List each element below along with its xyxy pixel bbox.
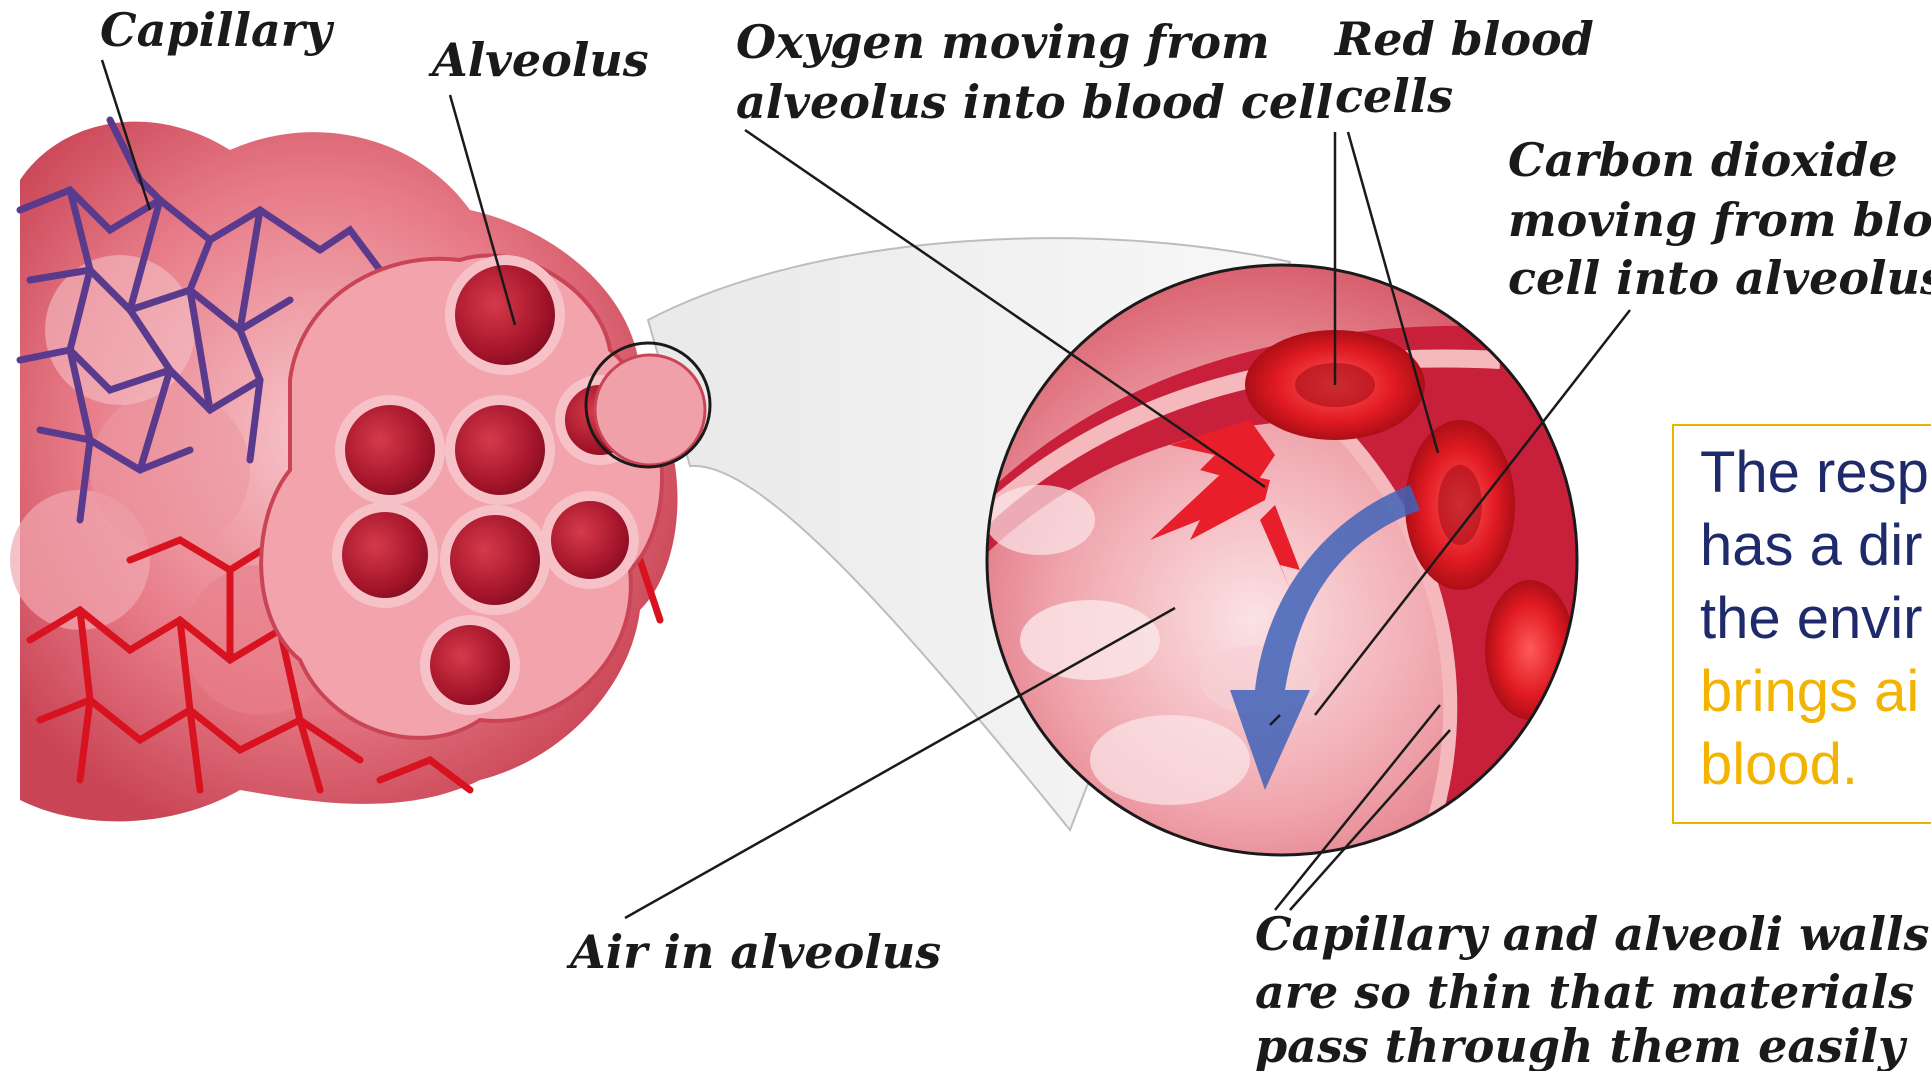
label-air-in-alveolus: Air in alveolus (566, 925, 941, 979)
callout-line-highlight: blood. (1700, 728, 1931, 801)
label-alveolus: Alveolus (428, 33, 649, 87)
alveolus-sac (450, 260, 560, 370)
label-oxygen-line1: Oxygen moving from (736, 15, 1270, 69)
label-co2-line3: cell into alveolus (1508, 251, 1931, 305)
label-walls-line3: pass through them easily (1255, 1019, 1908, 1071)
callout-line: has a dir (1700, 509, 1931, 582)
callout-line: The resp (1700, 436, 1931, 509)
label-capillary: Capillary (100, 3, 335, 57)
label-co2-line1: Carbon dioxide (1508, 133, 1898, 187)
label-oxygen-line2: alveolus into blood cell (736, 75, 1333, 129)
label-co2-line2: moving from blood (1508, 193, 1931, 247)
label-walls-line1: Capillary and alveoli walls (1255, 907, 1929, 961)
label-rbc-line1: Red blood (1333, 12, 1594, 66)
explanation-callout: The resp has a dir the envir brings ai b… (1672, 424, 1931, 824)
alveolar-sacs (261, 256, 705, 738)
callout-line: the envir (1700, 582, 1931, 655)
label-walls-line2: are so thin that materials (1255, 965, 1914, 1019)
callout-line-highlight: brings ai (1700, 655, 1931, 728)
label-rbc-line2: cells (1335, 69, 1453, 123)
